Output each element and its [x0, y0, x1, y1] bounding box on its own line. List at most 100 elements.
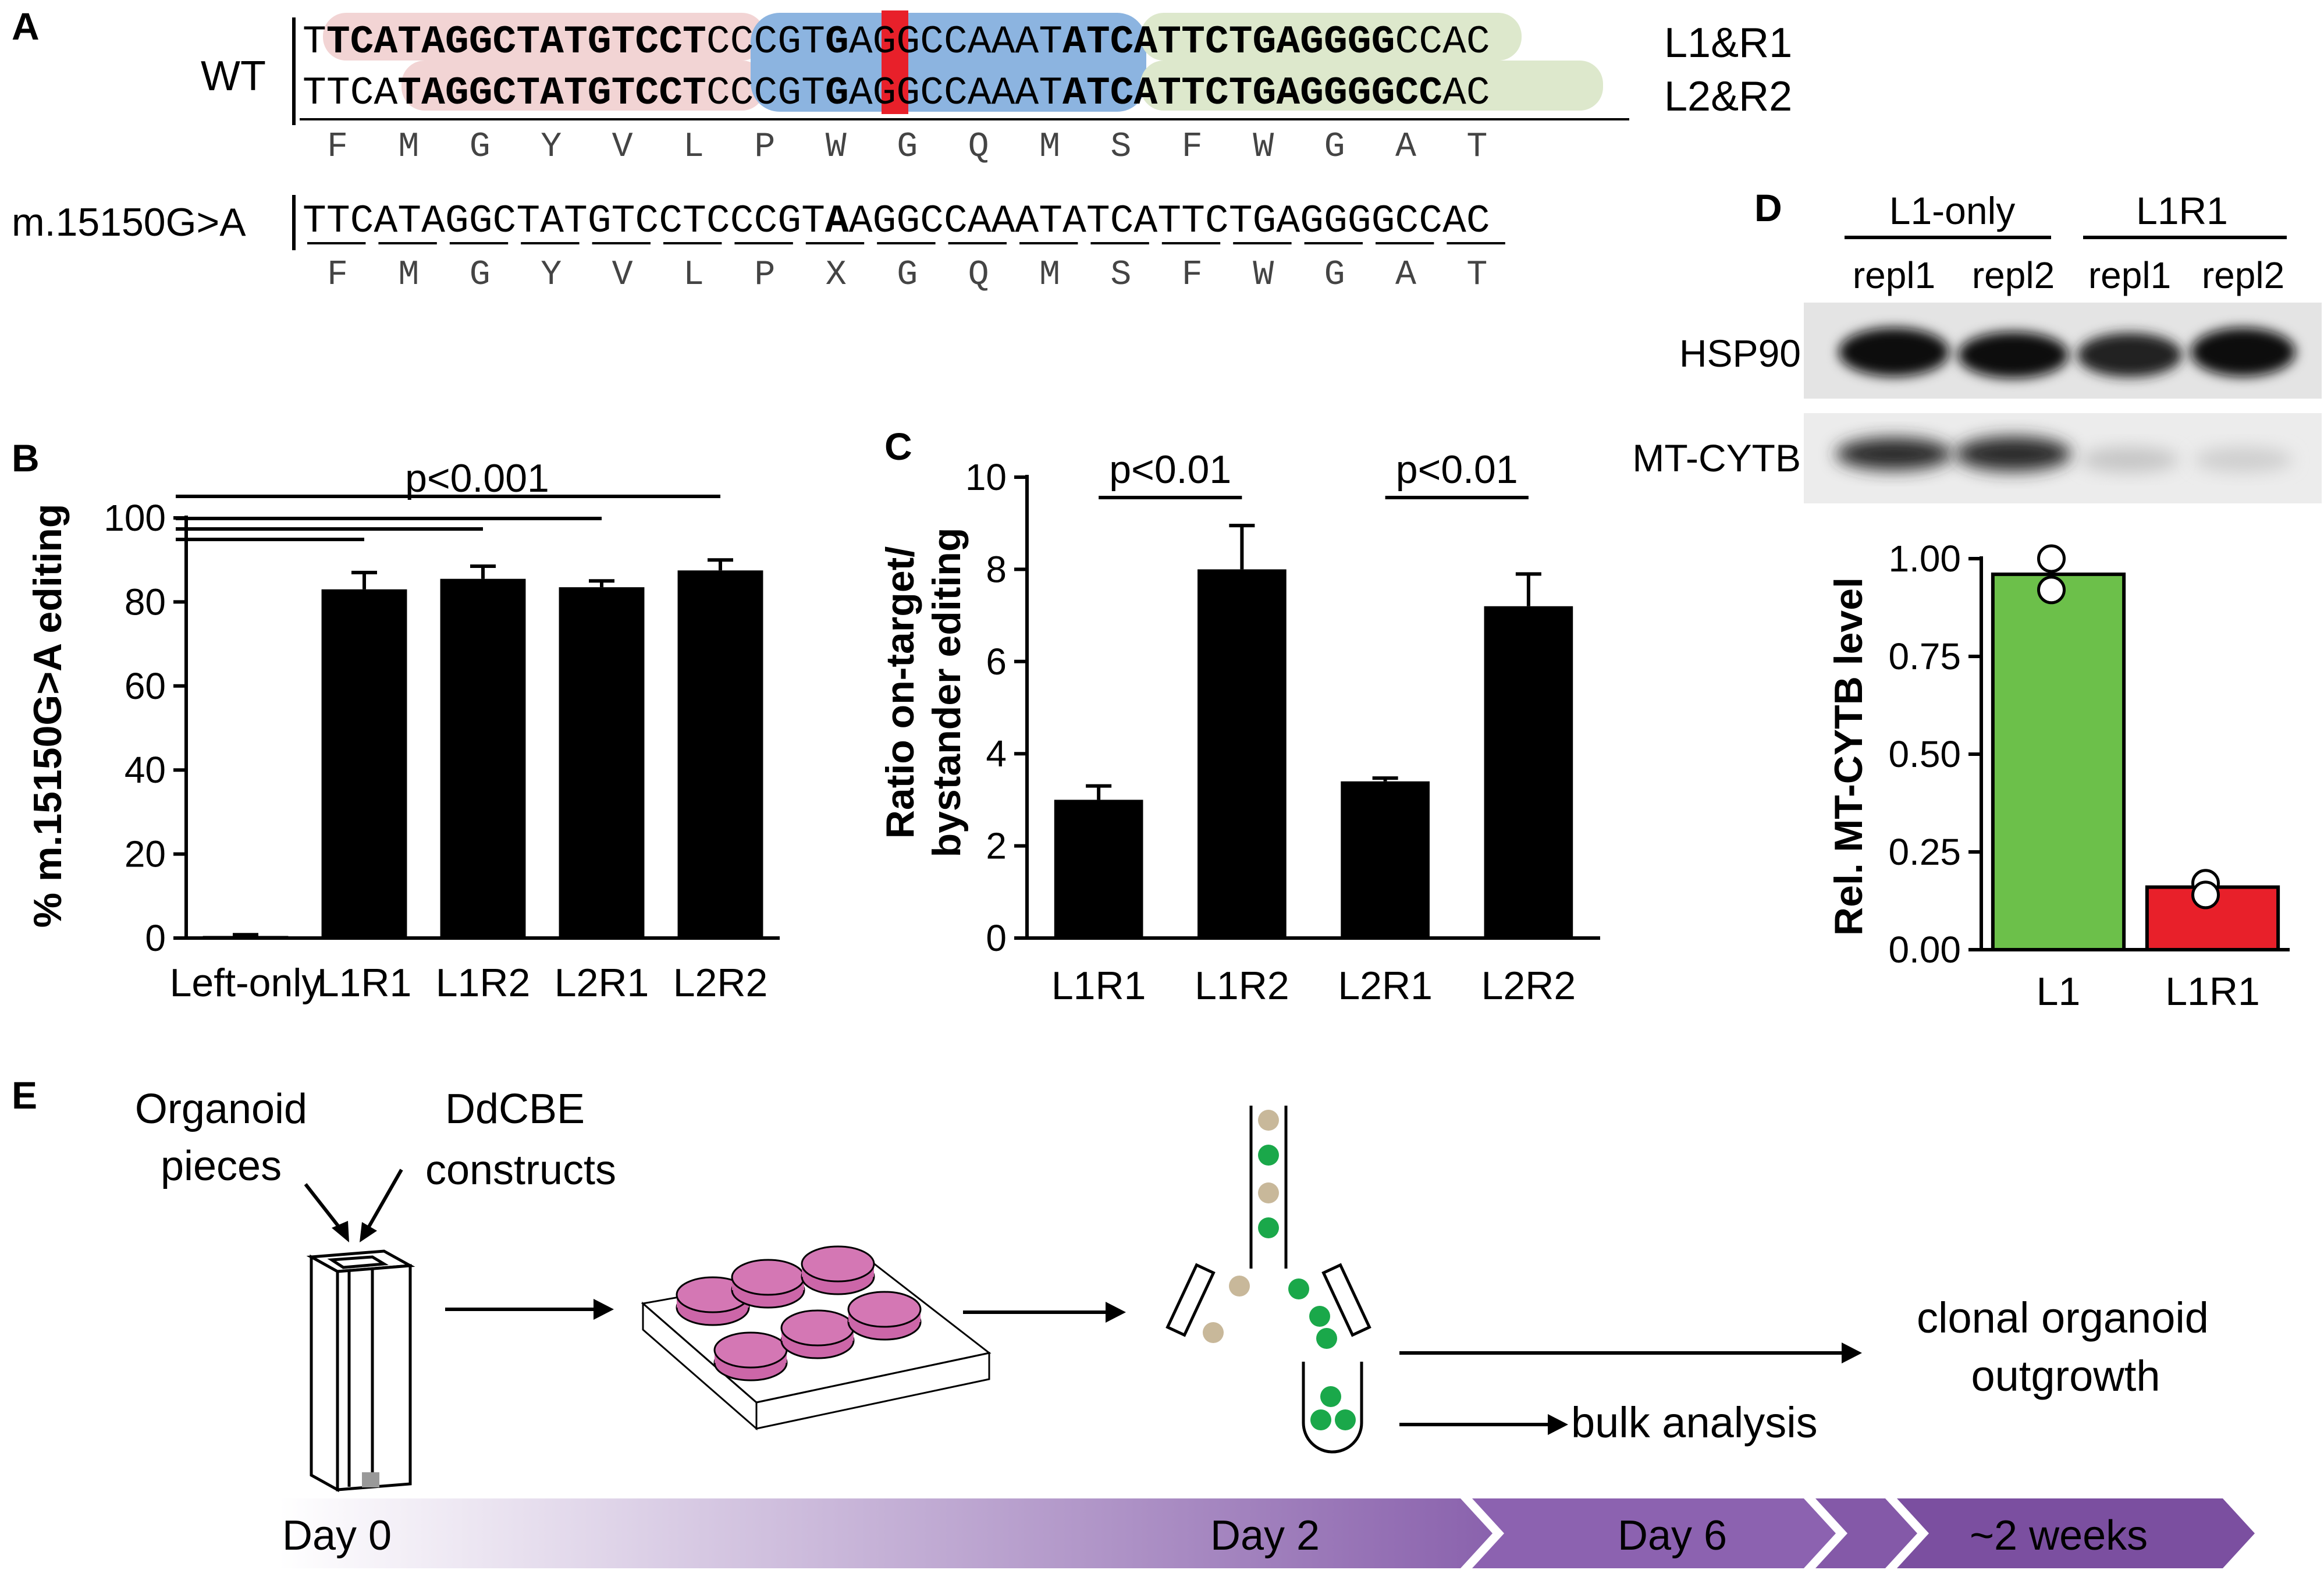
- y-tick-label: 1.00: [1888, 538, 1961, 580]
- timeline-segment-1: [279, 1498, 1493, 1568]
- wt1-base: A: [540, 20, 564, 65]
- wt1-base: A: [1442, 20, 1466, 65]
- mut-base: A: [1442, 199, 1466, 244]
- well-top: [801, 1245, 875, 1283]
- x-tick-label: L1R2: [1195, 964, 1289, 1008]
- label-organoid: Organoid: [135, 1086, 307, 1132]
- wt2-base: A: [1276, 71, 1300, 116]
- mut-base: G: [1324, 199, 1348, 244]
- mut-base: C: [920, 199, 944, 244]
- bar-l1r1: [1054, 800, 1143, 938]
- wt2-base: G: [1300, 71, 1324, 116]
- y-tick-label: 0.25: [1888, 831, 1961, 873]
- wt2-base: C: [350, 71, 374, 116]
- y-tick-label: 80: [125, 581, 166, 623]
- mut-base: G: [445, 199, 469, 244]
- mut-base: G: [777, 199, 801, 244]
- spacer-highlight: [751, 13, 1146, 112]
- mut-aa: G: [1324, 255, 1345, 295]
- wt2-base: G: [469, 71, 493, 116]
- panel-letter-b: B: [12, 436, 40, 480]
- timeline-2weeks: ~2 weeks: [1970, 1512, 2148, 1559]
- wt1-base: A: [849, 20, 873, 65]
- wt1-base: A: [421, 20, 445, 65]
- wt1-base: T: [801, 20, 825, 65]
- wt1-base: C: [1110, 20, 1134, 65]
- wt1-base: C: [730, 20, 754, 65]
- wt2-base: C: [944, 71, 968, 116]
- western-blot-mt-cytb: [1804, 413, 2322, 503]
- wt2-base: T: [564, 71, 588, 116]
- wt2-base: G: [1253, 71, 1277, 116]
- y-tick-label: 0.50: [1888, 733, 1961, 775]
- wt1-base: T: [564, 20, 588, 65]
- wt2-base: T: [801, 71, 825, 116]
- bar-l1r1: [321, 589, 407, 938]
- mut-aa: M: [398, 255, 419, 295]
- mut-base: T: [516, 199, 540, 244]
- x-tick-label: L2R2: [673, 961, 768, 1005]
- bar-l2r1: [559, 587, 645, 938]
- mut-base: C: [1419, 199, 1442, 244]
- collection-tube: [1302, 1362, 1363, 1454]
- mut-base: G: [1300, 199, 1324, 244]
- wt-aa: Q: [968, 127, 989, 167]
- mut-base: T: [683, 199, 706, 244]
- chart-c-annotation: p<0.01: [1396, 447, 1518, 492]
- wt1-base: G: [777, 20, 801, 65]
- wt2-base: C: [920, 71, 944, 116]
- wt1-base: C: [1205, 20, 1229, 65]
- mut-aa: F: [327, 255, 348, 295]
- wt2-base: G: [896, 71, 920, 116]
- cell-sorter-icon: [1165, 1106, 1371, 1454]
- wt2-base: T: [1086, 71, 1110, 116]
- mut-base: C: [493, 199, 517, 244]
- chart-b-ylabel: % m.15150G>A editing: [26, 504, 70, 928]
- wt1-base: T: [326, 20, 350, 65]
- label-constructs: constructs: [425, 1147, 616, 1194]
- wt1-base: G: [1300, 20, 1324, 65]
- wt2-base: G: [777, 71, 801, 116]
- panel-letter-c: C: [884, 425, 912, 468]
- timeline: Day 0 Day 2 Day 6 ~2 weeks: [279, 1498, 2255, 1568]
- wt2-base: C: [706, 71, 730, 116]
- x-tick-label: L1R1: [317, 961, 412, 1005]
- wt-aa: F: [1182, 127, 1203, 167]
- bar-l1: [1991, 572, 2126, 951]
- wt-aa: S: [1110, 127, 1131, 167]
- panel-d: D L1-only L1R1 repl1 repl2 repl1 repl2 H…: [1632, 186, 2322, 1014]
- mut-base: C: [754, 199, 777, 244]
- unsorted-cell: [1258, 1110, 1279, 1131]
- mut-aa: T: [1466, 255, 1487, 295]
- mut-base: T: [1229, 199, 1253, 244]
- band-mt-cytb-1: [1836, 438, 1952, 470]
- x-tick-label: L1R1: [1051, 964, 1146, 1008]
- timeline-day0: Day 0: [282, 1512, 392, 1559]
- mut-base: T: [326, 199, 350, 244]
- right-tale-highlight-1: [1140, 13, 1522, 61]
- left-tale-highlight-1: [323, 13, 765, 61]
- wt1-base: G: [1253, 20, 1277, 65]
- bar-l2r1: [1341, 781, 1430, 938]
- well-top: [847, 1291, 922, 1328]
- lane-label-1: repl1: [1853, 254, 1935, 296]
- timeline-segment-3: [1815, 1498, 1917, 1568]
- band-mt-cytb-4: [2194, 447, 2293, 473]
- mut-base: C: [1466, 199, 1490, 244]
- mut-aa: P: [754, 255, 775, 295]
- left-tale-highlight-2: [401, 61, 765, 111]
- culture-plate-icon: [641, 1245, 992, 1431]
- mut-base: T: [397, 199, 421, 244]
- bar-l1r2: [440, 578, 526, 938]
- chart-c-ylabel-2: bystander editing: [925, 528, 969, 858]
- mut-base: T: [564, 199, 588, 244]
- wt1-base: A: [1062, 20, 1086, 65]
- chart-c-annotation: p<0.01: [1109, 447, 1231, 492]
- wt1-base: A: [1276, 20, 1300, 65]
- mut-aa: Q: [968, 255, 989, 295]
- sorted-cells: [1203, 1110, 1356, 1430]
- wt1-base: C: [350, 20, 374, 65]
